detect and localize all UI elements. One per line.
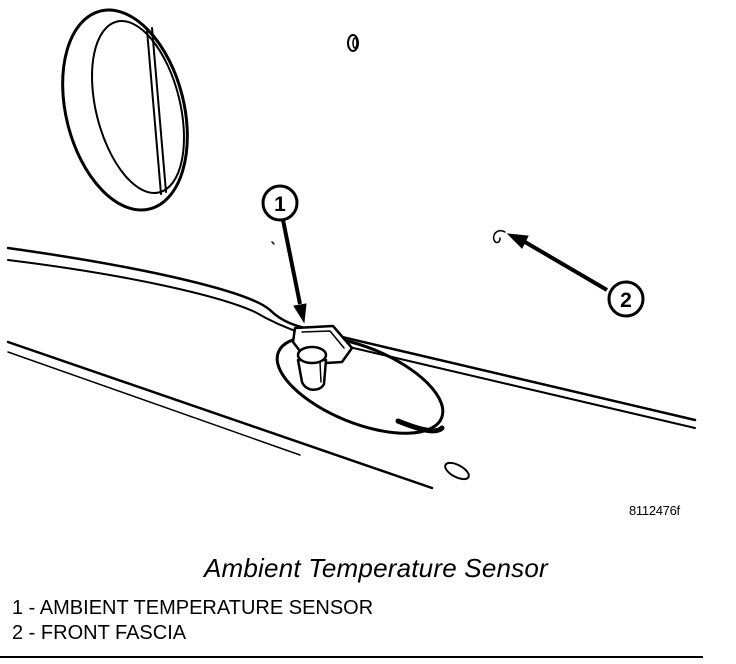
fog-lamp-opening <box>61 8 189 212</box>
figure-caption: Ambient Temperature Sensor <box>204 553 548 583</box>
callout-1-number: 1 <box>274 193 286 216</box>
legend-label: AMBIENT TEMPERATURE SENSOR <box>39 597 374 619</box>
legend-item: 1 - AMBIENT TEMPERATURE SENSOR <box>12 597 374 619</box>
legend: 1 - AMBIENT TEMPERATURE SENSOR 2 - FRONT… <box>12 596 373 646</box>
fascia-edge-curl <box>492 229 506 244</box>
legend-number: 1 <box>12 597 24 619</box>
callout-2-arrowhead <box>506 233 529 249</box>
fascia-edges <box>6 241 697 490</box>
ambient-temperature-sensor <box>291 324 354 391</box>
fastener-hole <box>347 34 359 52</box>
fascia-slot <box>444 461 470 481</box>
legend-item: 2 - FRONT FASCIA <box>12 622 187 644</box>
callout-2-leader <box>523 240 609 292</box>
callout-1-arrowhead <box>293 303 307 324</box>
callout-1: 1 <box>261 184 299 222</box>
callout-1-leader <box>281 219 302 305</box>
bottom-rule <box>0 656 703 658</box>
legend-number: 2 <box>12 622 24 644</box>
figure-id: 8112476f <box>629 503 680 518</box>
legend-label: FRONT FASCIA <box>40 622 187 644</box>
callout-2-number: 2 <box>620 289 632 312</box>
sensor-installation-illustration: 1 2 <box>6 8 697 490</box>
sensor-opening <box>275 335 445 435</box>
callout-2: 2 <box>607 280 645 318</box>
